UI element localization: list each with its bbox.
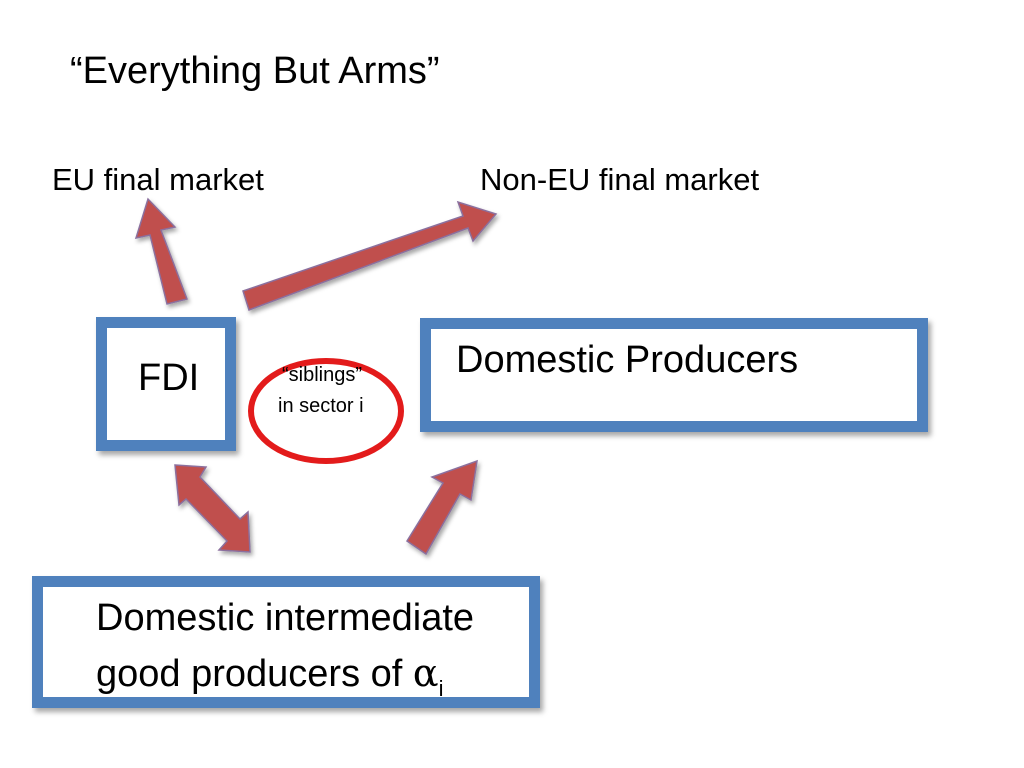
fdi-label: FDI — [138, 357, 200, 399]
intermediate-label-line2: good producers of αi — [96, 651, 443, 701]
siblings-circle — [248, 358, 404, 464]
domestic-producers-label: Domestic Producers — [456, 339, 799, 381]
arrow-fdi-intermediate-bidirectional — [174, 464, 251, 553]
non-eu-final-market-label: Non-EU final market — [480, 162, 760, 197]
intermediate-label-line1: Domestic intermediate — [96, 597, 475, 639]
fdi-box — [96, 317, 236, 451]
eu-final-market-label: EU final market — [52, 162, 264, 197]
siblings-annotation-line2: in sector i — [278, 395, 364, 417]
page-title: “Everything But Arms” — [70, 50, 440, 92]
domestic-producers-box — [420, 318, 928, 432]
intermediate-producers-box — [32, 576, 540, 708]
intermediate-label-text: good producers of — [96, 653, 413, 695]
arrow-fdi-to-eu-market — [134, 197, 188, 305]
arrow-fdi-to-noneu-market — [242, 200, 498, 311]
alpha-symbol: α — [412, 651, 439, 695]
siblings-annotation-line1: “siblings” — [282, 364, 363, 386]
alpha-subscript: i — [438, 676, 444, 701]
arrow-intermediate-to-domestic — [405, 459, 478, 556]
